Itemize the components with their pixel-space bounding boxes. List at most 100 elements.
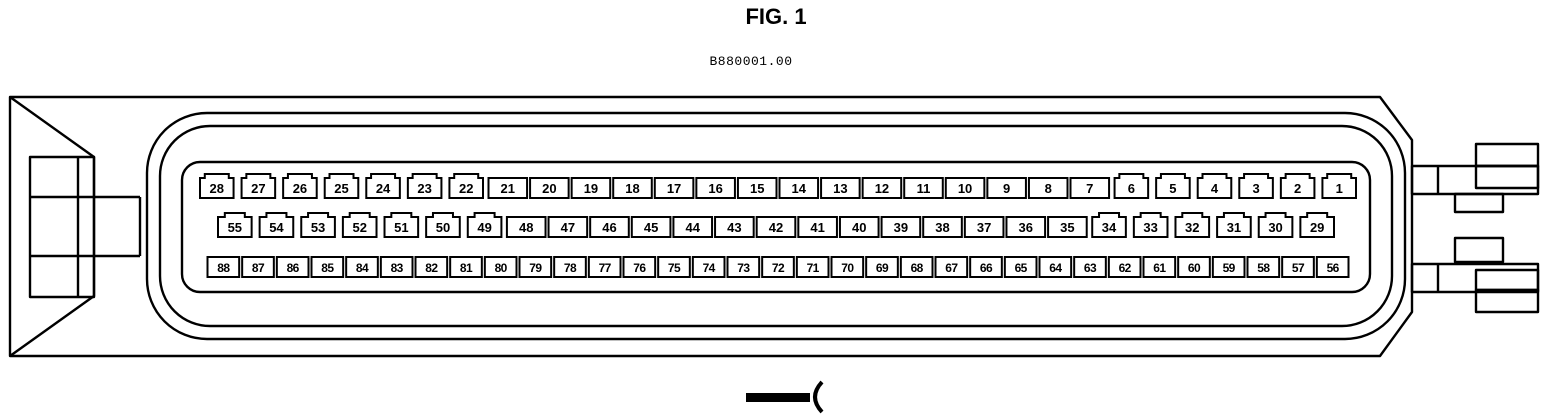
pin-number: 61: [1153, 261, 1166, 275]
pin-cavity: [1246, 256, 1281, 278]
pin-cavity: [672, 216, 714, 238]
pin-cavity: [1315, 256, 1350, 278]
pin-cavity: [612, 177, 653, 199]
pin-number: 19: [584, 181, 598, 196]
pin-number: 6: [1128, 181, 1135, 196]
pin-number: 76: [633, 261, 646, 275]
pin-number: 49: [477, 220, 491, 235]
pin-number: 68: [911, 261, 924, 275]
pin-cavity: [653, 177, 695, 199]
pin-cavity: [406, 173, 443, 199]
pin-cavity: [487, 177, 529, 199]
pin-cavity: [657, 256, 691, 278]
pin-cavity: [529, 177, 570, 199]
pin-number: 86: [287, 261, 300, 275]
pin-number: 1: [1336, 181, 1343, 196]
pin-number: 87: [252, 261, 265, 275]
pin-number: 41: [810, 220, 824, 235]
pin-cavity: [922, 216, 963, 238]
pin-cavity: [1196, 173, 1233, 199]
pin-cavity: [838, 216, 880, 238]
pin-number: 53: [311, 220, 325, 235]
pin-number: 82: [425, 261, 438, 275]
pin-number: 67: [945, 261, 958, 275]
pin-cavity: [1069, 177, 1111, 199]
pin-cavity: [1091, 212, 1127, 238]
pin-number: 50: [436, 220, 450, 235]
pin-number: 14: [792, 181, 807, 196]
pin-cavity: [778, 177, 820, 199]
pin-cavity: [1142, 256, 1177, 278]
pin-cavity: [425, 212, 461, 238]
pin-number: 81: [460, 261, 473, 275]
pin-number: 26: [293, 181, 307, 196]
pin-cavity: [1132, 212, 1169, 238]
pin-number: 66: [980, 261, 993, 275]
pin-number: 28: [210, 181, 224, 196]
pin-number: 17: [667, 181, 681, 196]
connector-shroud-inner: [158, 124, 1394, 328]
orientation-arrow-icon: [746, 380, 824, 414]
pin-number: 20: [542, 181, 556, 196]
connector-shroud-outer: [145, 111, 1407, 341]
left-latch: [9, 96, 142, 357]
pin-cavity: [240, 173, 277, 199]
pin-cavity: [217, 212, 253, 238]
pin-number: 64: [1049, 261, 1062, 275]
pin-number: 52: [352, 220, 366, 235]
pin-cavity: [714, 216, 755, 238]
pin-number: 7: [1086, 181, 1093, 196]
pin-number: 16: [708, 181, 722, 196]
pin-number: 30: [1268, 220, 1282, 235]
pin-number: 44: [686, 220, 701, 235]
pin-cavity: [258, 212, 295, 238]
pin-number: 75: [668, 261, 681, 275]
pin-cavity: [691, 256, 726, 278]
pin-cavity: [1003, 256, 1038, 278]
pin-cavity: [199, 173, 235, 199]
pin-number: 34: [1102, 220, 1117, 235]
pin-number: 32: [1185, 220, 1199, 235]
pin-cavity: [736, 177, 778, 199]
pin-cavity: [341, 212, 378, 238]
pin-cavity: [518, 256, 553, 278]
pin-cavity: [1107, 256, 1142, 278]
pin-cavity: [695, 177, 736, 199]
pin-number: 80: [495, 261, 508, 275]
pin-number: 4: [1211, 181, 1219, 196]
pin-cavity: [553, 256, 587, 278]
pin-number: 51: [394, 220, 408, 235]
pin-number: 46: [602, 220, 616, 235]
pin-cavity: [963, 216, 1005, 238]
pin-cavity: [969, 256, 1003, 278]
pin-cavity: [1211, 256, 1246, 278]
pin-cavity: [1073, 256, 1107, 278]
pin-cavity: [241, 256, 275, 278]
pin-cavity: [1038, 256, 1073, 278]
pin-number: 8: [1045, 181, 1052, 196]
pin-cavity: [944, 177, 986, 199]
pin-number: 37: [977, 220, 991, 235]
connector-housing: [8, 95, 1414, 358]
pin-cavity: [466, 212, 503, 238]
pin-cavity: [1005, 216, 1047, 238]
pin-number: 25: [334, 181, 348, 196]
pin-number: 78: [564, 261, 577, 275]
pin-cavity: [483, 256, 518, 278]
pin-number: 22: [459, 181, 473, 196]
pin-cavity: [379, 256, 414, 278]
pin-cavity: [1299, 212, 1335, 238]
pin-number: 38: [935, 220, 949, 235]
pin-cavity: [1321, 173, 1357, 199]
pin-cavity: [899, 256, 934, 278]
pin-number: 42: [769, 220, 783, 235]
pin-number: 15: [750, 181, 764, 196]
pin-cavity: [865, 256, 899, 278]
pin-cavity: [830, 256, 865, 278]
pin-number: 79: [529, 261, 542, 275]
pin-number: 73: [737, 261, 750, 275]
pin-number: 74: [703, 261, 716, 275]
pin-number: 71: [807, 261, 820, 275]
